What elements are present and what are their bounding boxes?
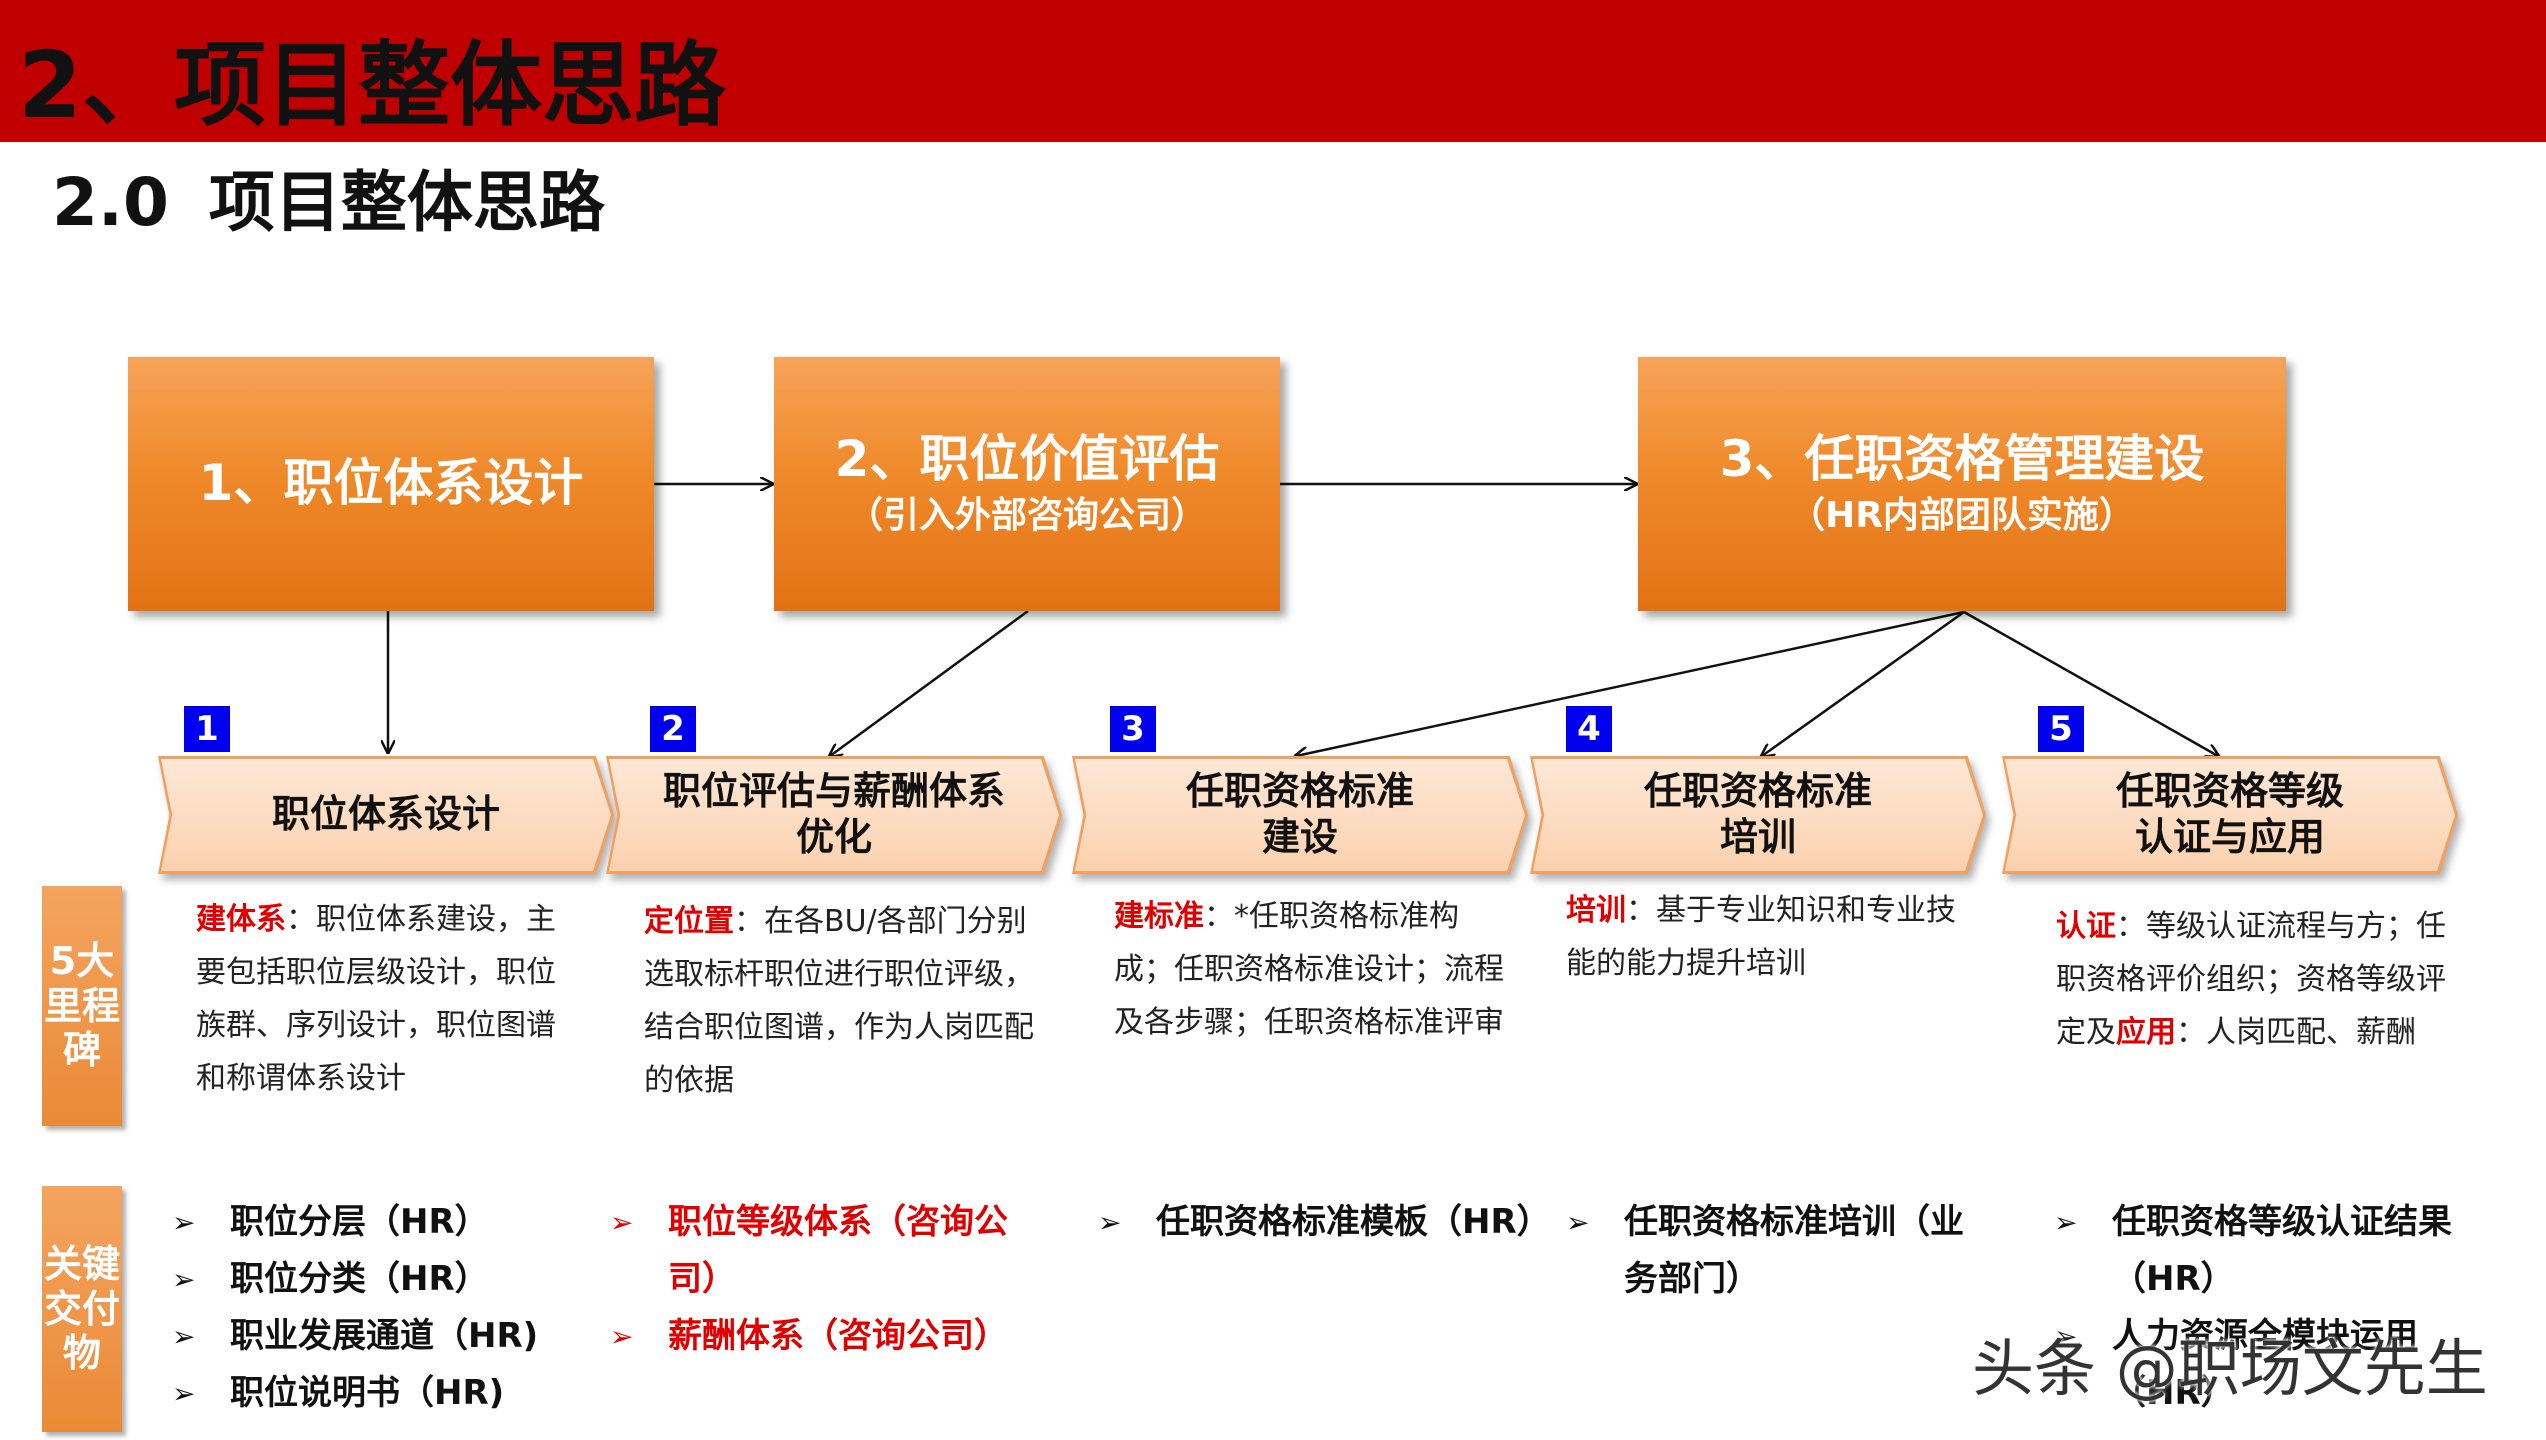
description-keyword: 培训 [1566,893,1626,928]
deliverable-text: 职位等级体系（咨询公司） [668,1202,1008,1299]
arrow-phase2-to-milestone2 [830,609,1029,756]
milestone-title: 任职资格标准 [1185,769,1414,814]
phase-box-3: 3、任职资格管理建设 （HR内部团队实施） [1638,357,2286,611]
deliverable-item: ➢ 任职资格标准培训（业务部门） [1566,1194,1986,1308]
bullet-arrow-icon: ➢ [172,1377,196,1410]
milestone-title-line2: 建设 [1261,815,1338,859]
description-text: ：*任职资格标准构成；任职资格标准设计；流程及各步骤；任职资格标准评审 [1114,899,1504,1040]
deliverable-text: 任职资格等级认证结果（HR） [2112,1202,2452,1299]
deliverable-item: ➢ 职位分层（HR） [172,1194,552,1251]
milestone-chevron-3: 任职资格标准建设 [1072,756,1528,874]
deliverables-side-label: 关键交付物 [42,1186,122,1432]
milestone-title: 任职资格等级 [2115,769,2344,814]
description-keyword: 建标准 [1114,899,1204,934]
milestone-title-line2: 认证与应用 [2134,815,2325,859]
bullet-arrow-icon: ➢ [1566,1206,1590,1239]
milestone-title: 职位评估与薪酬体系 [662,769,1005,814]
deliverables-column-4: ➢ 任职资格标准培训（业务部门） [1566,1194,1986,1308]
milestone-description-3: 建标准：*任职资格标准构成；任职资格标准设计；流程及各步骤；任职资格标准评审 [1114,890,1508,1049]
deliverable-text: 人力资源全模块运用（HR） [2112,1316,2418,1413]
phase-title: 1、职位体系设计 [198,454,584,513]
deliverable-item: ➢ 职业发展通道（HR) [172,1308,552,1365]
phase-title: 3、任职资格管理建设 [1719,429,2205,488]
milestone-number-5: 5 [2038,706,2084,752]
header-bar [0,0,2546,142]
deliverable-text: 职业发展通道（HR) [230,1316,539,1356]
deliverable-item: ➢ 薪酬体系（咨询公司） [610,1308,1050,1365]
bullet-arrow-icon: ➢ [172,1320,196,1353]
section-text: 项目整体思路 [208,164,605,241]
watermark: 头条 @职场文先生 [1972,1332,2488,1405]
deliverable-text: 职位分类（HR） [230,1259,489,1299]
deliverable-item: ➢ 任职资格等级认证结果（HR） [2054,1194,2474,1308]
milestone-description-4: 培训：基于专业知识和专业技能的能力提升培训 [1566,884,1966,990]
deliverable-text: 任职资格标准培训（业务部门） [1624,1202,1964,1299]
description-text-2: ：人岗匹配、薪酬 [2176,1015,2416,1050]
milestone-title-line2: 优化 [795,815,872,859]
deliverables-column-3: ➢ 任职资格标准模板（HR） [1098,1194,1551,1251]
deliverable-text: 职位分层（HR） [230,1202,489,1242]
milestone-chevron-1: 职位体系设计 [158,756,614,874]
description-keyword: 定位置 [644,904,734,939]
bullet-arrow-icon: ➢ [610,1206,634,1239]
bullet-arrow-icon: ➢ [1098,1206,1122,1239]
milestone-description-1: 建体系：职位体系建设，主要包括职位层级设计，职位族群、序列设计，职位图谱和称谓体… [196,893,560,1105]
phase-title: 2、职位价值评估 [834,429,1220,488]
deliverable-text: 薪酬体系（咨询公司） [668,1316,1008,1356]
phase-box-1: 1、职位体系设计 [128,357,654,611]
bullet-arrow-icon: ➢ [2054,1206,2078,1239]
description-text: ：在各BU/各部门分别选取标杆职位进行职位评级，结合职位图谱，作为人岗匹配的依据 [644,904,1034,1098]
description-text: ：等级认证流程与方；任职资格评价组织；资格等级评定及 [2056,909,2446,1050]
milestone-title-line2: 培训 [1719,815,1796,859]
page-title: 2、项目整体思路 [18,32,727,139]
deliverable-item: ➢ 任职资格标准模板（HR） [1098,1194,1551,1251]
phase-subtitle: （引入外部咨询公司） [846,495,1207,537]
bullet-arrow-icon: ➢ [172,1206,196,1239]
bullet-arrow-icon: ➢ [2054,1320,2078,1353]
deliverable-text: 任职资格标准模板（HR） [1156,1202,1551,1242]
milestone-chevron-4: 任职资格标准培训 [1530,756,1986,874]
deliverables-column-2: ➢ 职位等级体系（咨询公司） ➢ 薪酬体系（咨询公司） [610,1194,1050,1365]
arrow-phase3-to-milestone5 [1963,610,2218,756]
deliverable-item: ➢ 职位等级体系（咨询公司） [610,1194,1050,1308]
milestone-number-1: 1 [184,706,230,752]
section-number: 2.0 [52,164,169,241]
milestone-number-2: 2 [650,706,696,752]
milestone-number-3: 3 [1110,706,1156,752]
deliverable-item: ➢ 人力资源全模块运用（HR） [2054,1308,2474,1422]
bullet-arrow-icon: ➢ [172,1263,196,1296]
milestone-title: 职位体系设计 [271,792,500,837]
description-keyword: 认证 [2056,909,2116,944]
milestone-description-2: 定位置：在各BU/各部门分别选取标杆职位进行职位评级，结合职位图谱，作为人岗匹配… [644,895,1054,1107]
arrow-phase3-to-milestone3 [1296,610,1965,756]
milestone-description-5: 认证：等级认证流程与方；任职资格评价组织；资格等级评定及应用：人岗匹配、薪酬 [2056,900,2456,1059]
deliverable-item: ➢ 职位说明书（HR) [172,1365,552,1422]
phase-subtitle: （HR内部团队实施） [1789,495,2135,537]
milestone-number-4: 4 [1566,706,1612,752]
description-keyword: 建体系 [196,902,286,937]
milestone-title: 任职资格标准 [1643,769,1872,814]
description-text: ：基于专业知识和专业技能的能力提升培训 [1566,893,1956,981]
milestone-chevron-2: 职位评估与薪酬体系优化 [606,756,1062,874]
deliverable-item: ➢ 职位分类（HR） [172,1251,552,1308]
arrow-phase3-to-milestone4 [1762,610,1965,756]
milestones-side-label: 5大里程碑 [42,886,122,1126]
bullet-arrow-icon: ➢ [610,1320,634,1353]
phase-box-2: 2、职位价值评估 （引入外部咨询公司） [774,357,1280,611]
deliverable-text: 职位说明书（HR) [230,1373,505,1413]
deliverables-column-5: ➢ 任职资格等级认证结果（HR） ➢ 人力资源全模块运用（HR） [2054,1194,2474,1422]
description-keyword-2: 应用 [2116,1015,2176,1050]
description-text: ：职位体系建设，主要包括职位层级设计，职位族群、序列设计，职位图谱和称谓体系设计 [196,902,556,1096]
deliverables-column-1: ➢ 职位分层（HR） ➢ 职位分类（HR） ➢ 职业发展通道（HR) ➢ 职位说明书（H… [172,1194,552,1422]
milestone-chevron-5: 任职资格等级认证与应用 [2002,756,2458,874]
